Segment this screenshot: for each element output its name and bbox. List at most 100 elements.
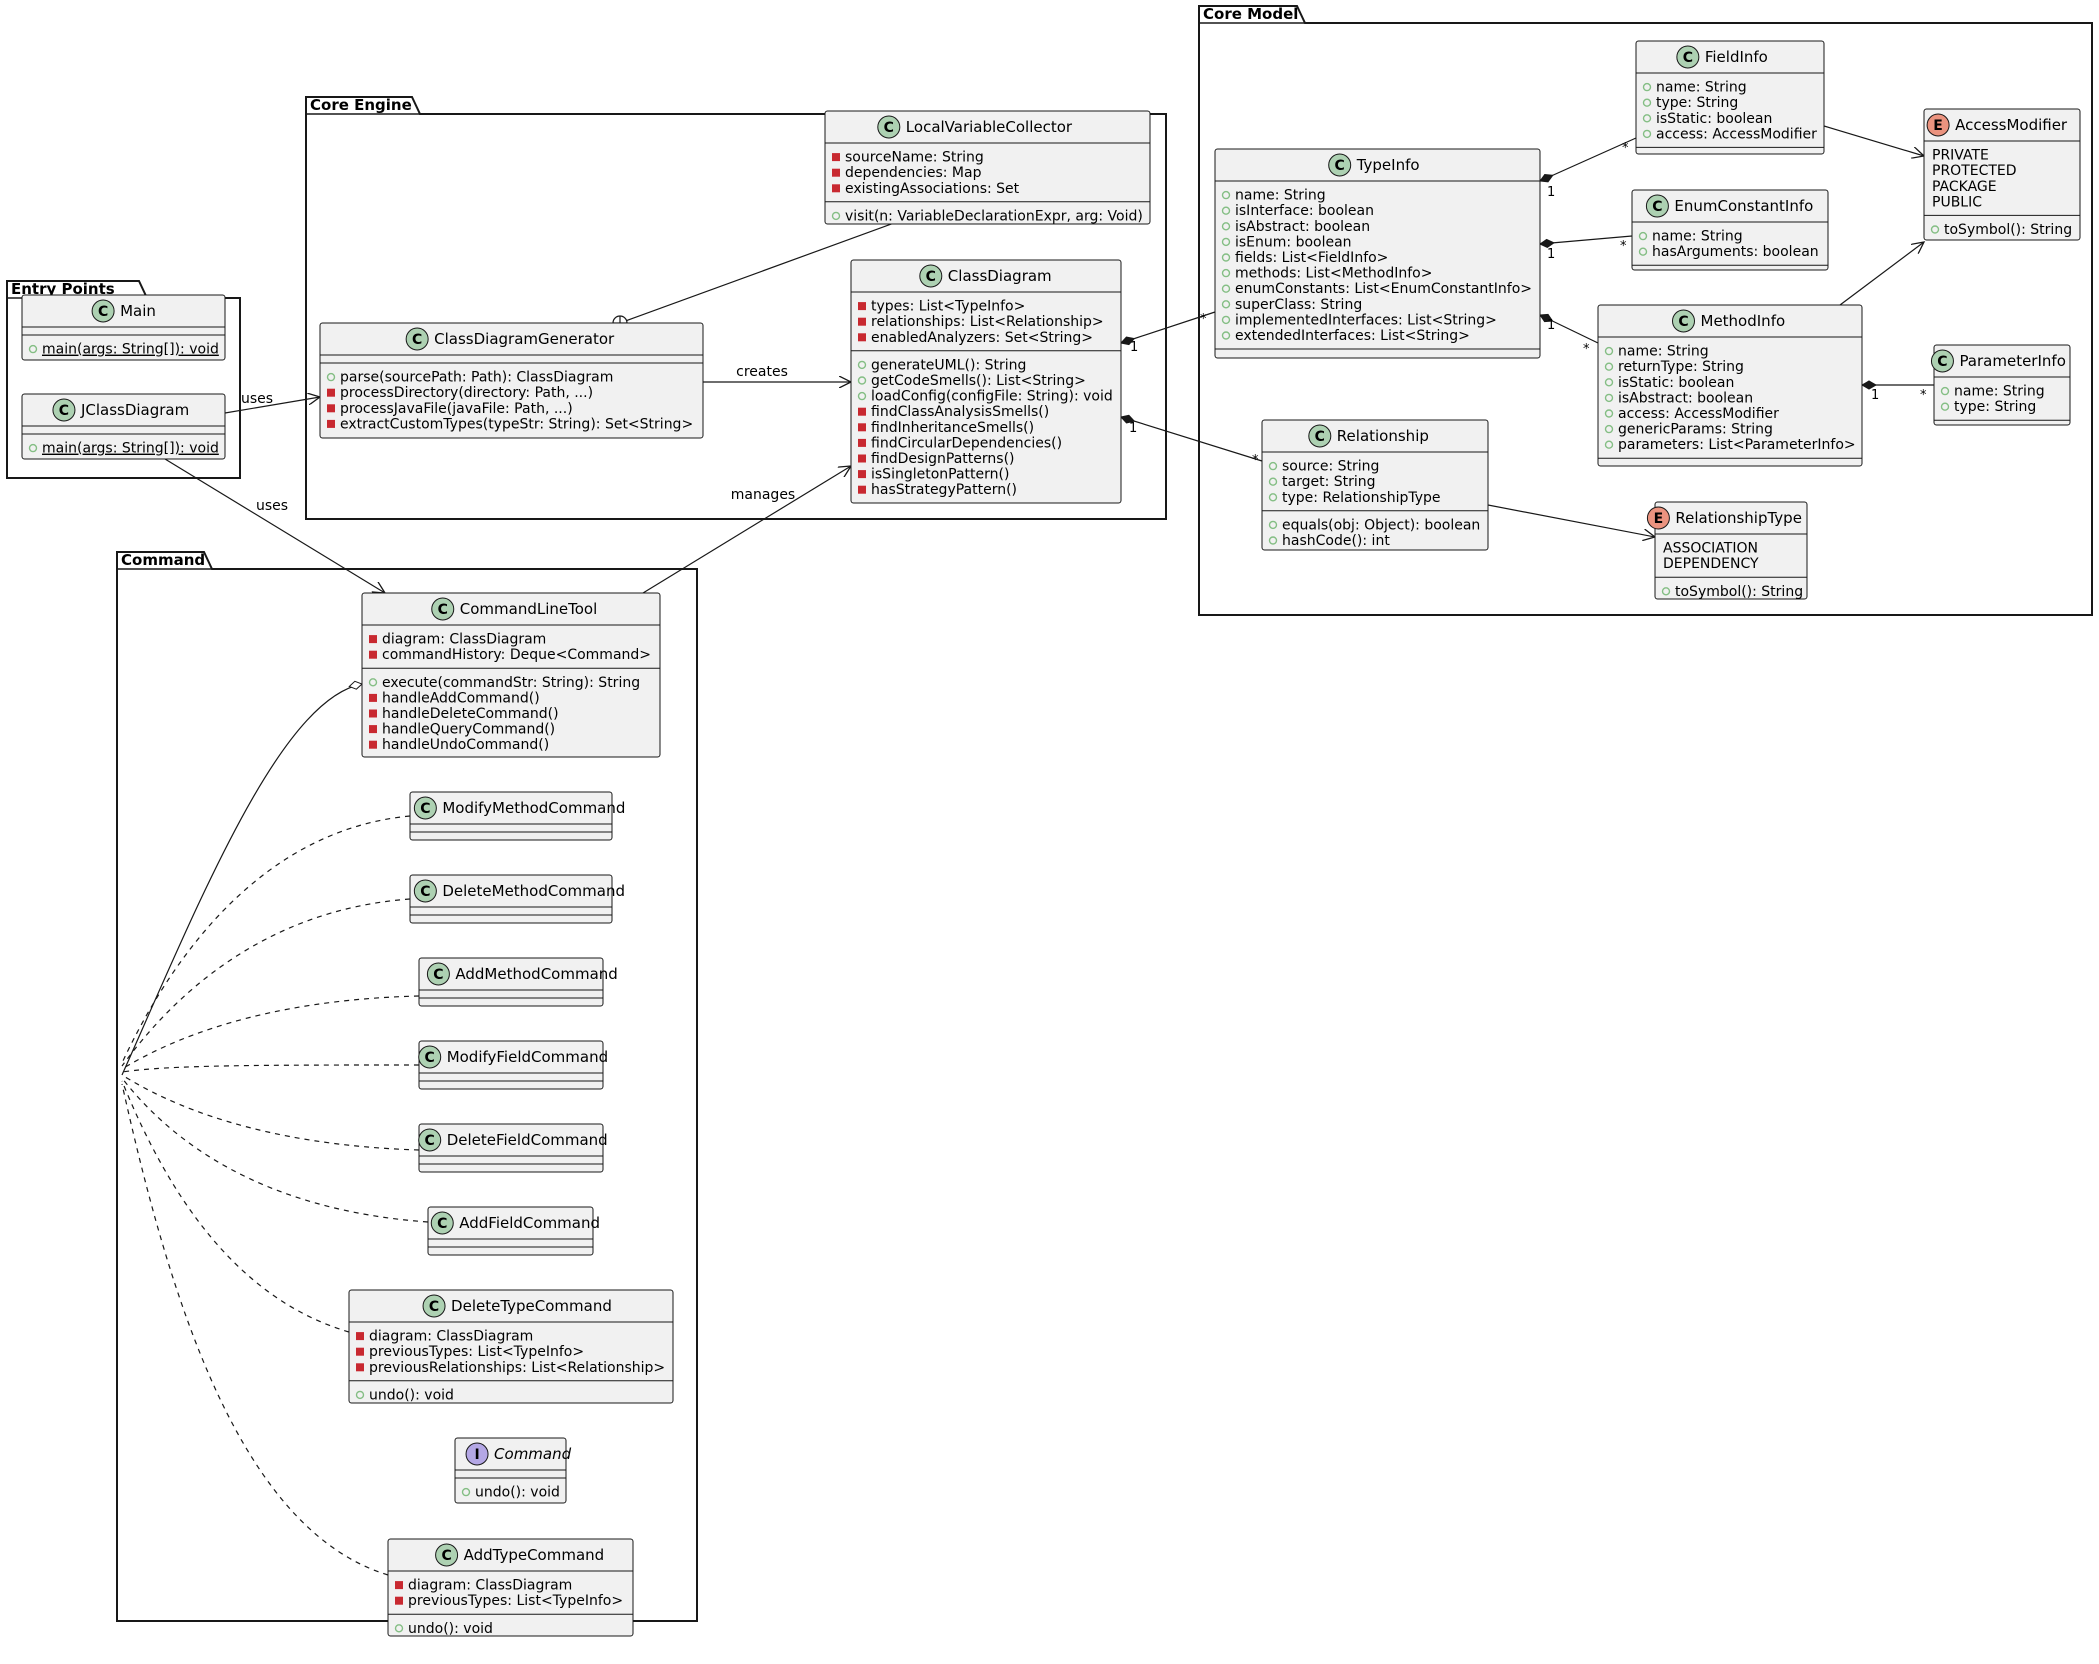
public-visibility-icon (1221, 222, 1231, 231)
public-visibility-icon (857, 391, 867, 401)
class-name: ModifyFieldCommand (447, 1048, 608, 1066)
public-visibility-icon (1638, 247, 1648, 256)
public-visibility-icon (1221, 237, 1231, 247)
edge-jclass-diagram-dependency-class-diagram-generator (224, 397, 320, 414)
multiplicity-target: * (1920, 388, 1927, 403)
badge-letter: C (433, 967, 443, 983)
class-badge-icon (418, 1128, 442, 1152)
edges-layer (121, 125, 1934, 1576)
public-visibility-icon (1642, 82, 1652, 92)
class-name: DeleteMethodCommand (442, 882, 625, 900)
badge-letter: C (1937, 354, 1947, 370)
multiplicity-source: 1 (1547, 185, 1555, 200)
class-member: visit(n: VariableDeclarationExpr, arg: V… (845, 208, 1143, 224)
class-box (1631, 189, 1829, 271)
class-name: DeleteTypeCommand (451, 1297, 612, 1315)
class-member: name: String (1652, 229, 1743, 245)
public-visibility-icon (1221, 190, 1231, 200)
dependency-line (224, 397, 320, 414)
class-member: execute(commandStr: String): String (382, 675, 640, 691)
badge-letter: C (429, 1299, 439, 1315)
class-member: isStatic: boolean (1656, 111, 1772, 127)
realization-line (121, 995, 420, 1070)
package-title: Entry Points (11, 280, 115, 298)
private-visibility-icon (858, 333, 866, 342)
class-member: generateUML(): String (871, 357, 1026, 373)
public-visibility-icon (1930, 225, 1940, 234)
multiplicity-source: 1 (1130, 340, 1138, 355)
private-visibility-icon (858, 317, 866, 326)
edge-field-info-dependency-access-modifier (1823, 125, 1924, 156)
class-member: processJavaFile(javaFile: Path, ...) (340, 401, 573, 417)
class-box (418, 1040, 604, 1090)
class-name: TypeInfo (1356, 156, 1420, 174)
realization-line (121, 1083, 389, 1576)
class-name: RelationshipType (1675, 509, 1802, 527)
enum-badge-icon (1926, 113, 1950, 137)
edge-label: uses (256, 498, 288, 514)
class-badge-icon (91, 299, 115, 323)
private-visibility-icon (832, 184, 840, 193)
class-member: type: String (1656, 95, 1738, 111)
package-frame (116, 551, 698, 1622)
edge-jclass-diagram-dependency-command-line-tool (164, 458, 385, 593)
package-title: Core Engine (310, 96, 412, 114)
enum-badge-icon (1646, 506, 1670, 530)
class-box (850, 259, 1122, 504)
class-box (1923, 108, 2081, 241)
edge-type-info-composition-enum-constant-info (1538, 235, 1633, 248)
class-member: main(args: String[]): void (42, 342, 219, 358)
class-member: previousTypes: List<TypeInfo> (408, 1593, 623, 1609)
class-box (348, 1289, 674, 1404)
class-member: sourceName: String (845, 150, 984, 166)
aggregation-line (121, 680, 363, 1076)
public-visibility-icon (394, 1624, 404, 1633)
private-visibility-icon (395, 1581, 403, 1590)
class-member: superClass: String (1235, 297, 1362, 313)
private-visibility-icon (858, 485, 866, 494)
public-visibility-icon (857, 360, 867, 370)
public-visibility-icon (1221, 300, 1231, 309)
public-visibility-icon (1604, 409, 1614, 418)
edge-label: creates (736, 364, 788, 380)
class-member: getCodeSmells(): List<String> (871, 373, 1086, 389)
public-visibility-icon (1268, 536, 1278, 545)
class-box (418, 1123, 604, 1173)
class-member: findDesignPatterns() (871, 451, 1015, 467)
class-member: isEnum: boolean (1235, 234, 1352, 250)
class-member: implementedInterfaces: List<String> (1235, 312, 1497, 328)
badge-letter: C (1335, 158, 1345, 174)
dependency-line (164, 458, 385, 593)
public-visibility-icon (461, 1487, 471, 1497)
class-member: undo(): void (408, 1621, 493, 1637)
multiplicity-target: * (1252, 453, 1259, 468)
private-visibility-icon (327, 388, 335, 397)
badge-letter: I (474, 1447, 479, 1463)
multiplicity-source: 1 (1129, 421, 1137, 436)
class-name: ClassDiagramGenerator (434, 330, 615, 348)
private-visibility-icon (832, 168, 840, 177)
class-member: parameters: List<ParameterInfo> (1618, 437, 1856, 453)
multiplicity-target: * (1583, 342, 1590, 357)
class-member: undo(): void (475, 1485, 560, 1501)
realization-line (121, 1074, 420, 1151)
private-visibility-icon (369, 740, 377, 749)
class-box (361, 592, 661, 758)
class-box (319, 322, 704, 439)
public-visibility-icon (1221, 206, 1231, 215)
private-visibility-icon (369, 709, 377, 718)
public-visibility-icon (28, 344, 38, 354)
class-member: findClassAnalysisSmells() (871, 404, 1049, 420)
enum-relationship-type: RelationshipTypeEASSOCIATIONDEPENDENCYto… (1646, 501, 1808, 600)
badge-letter: C (1683, 50, 1693, 66)
dependency-line (1823, 125, 1924, 156)
badge-letter: C (425, 1133, 435, 1149)
edge-label: manages (731, 487, 795, 503)
class-member: existingAssociations: Set (845, 181, 1020, 197)
class-member: enumConstants: List<EnumConstantInfo> (1235, 281, 1532, 297)
